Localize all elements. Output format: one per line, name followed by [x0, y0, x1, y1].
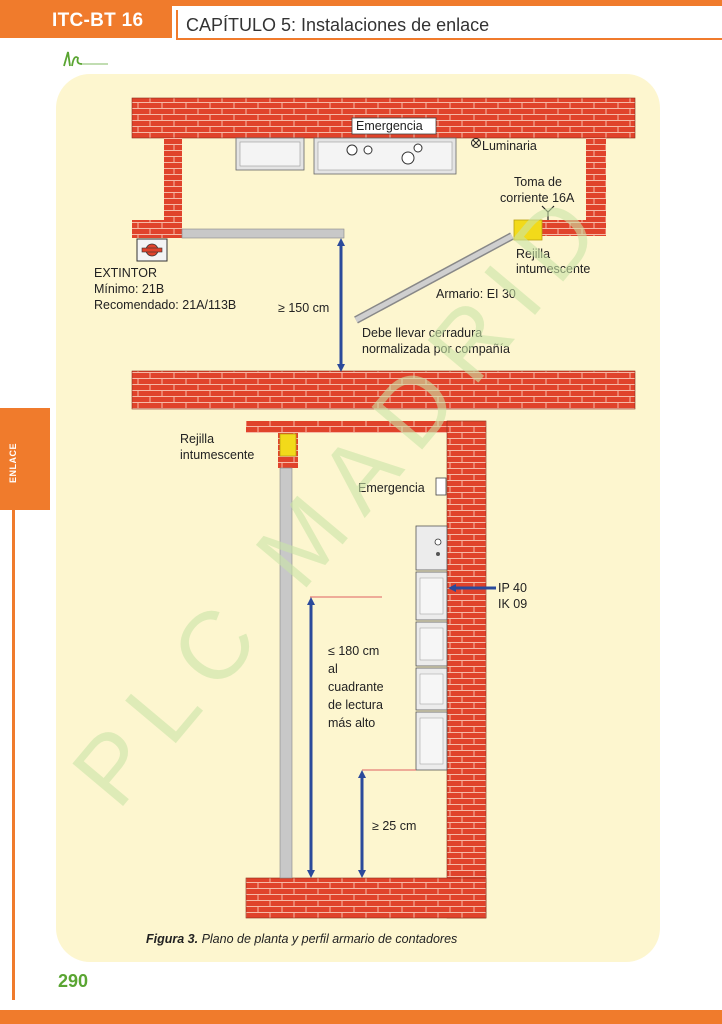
top-accent-bar	[0, 0, 722, 6]
bottom-accent-bar	[0, 1010, 722, 1024]
figure-caption-text: Plano de planta y perfil armario de cont…	[198, 932, 458, 946]
ip-label: IP 40	[498, 581, 527, 595]
page-number: 290	[58, 971, 89, 991]
max-height-label-line1: ≤ 180 cm	[328, 644, 379, 658]
profile-rejilla	[279, 433, 297, 457]
section-side-tab: ENLACE	[0, 408, 50, 510]
socket-icon	[541, 205, 555, 220]
extinguisher-icon	[136, 238, 168, 262]
toma-label-line2: corriente 16A	[500, 191, 575, 205]
max-height-label-line2: al	[328, 662, 338, 676]
header-divider	[176, 10, 178, 40]
max-height-label-line4: de lectura	[328, 698, 383, 712]
luminaria-icon	[471, 138, 481, 148]
header-rule	[176, 38, 722, 40]
profile-emergencia-light	[435, 477, 447, 496]
profile-right-wall	[446, 420, 487, 919]
cerradura-label-line2: normalizada por compañía	[362, 342, 510, 356]
plan-distance-label: ≥ 150 cm	[278, 301, 329, 315]
toma-label-line1: Toma de	[514, 175, 562, 189]
plan-emergencia-label: Emergencia	[356, 119, 423, 133]
plan-rejilla	[513, 219, 543, 241]
max-height-label-line5: más alto	[328, 716, 375, 730]
profile-emergencia-label: Emergencia	[358, 481, 425, 495]
max-height-label-line3: cuadrante	[328, 680, 384, 694]
section-tag: ITC-BT 16	[0, 6, 172, 38]
armario-label: Armario: EI 30	[436, 287, 516, 301]
profile-floor	[245, 877, 487, 919]
plan-rejilla-label-line2: intumescente	[516, 262, 590, 276]
chapter-title: CAPÍTULO 5: Instalaciones de enlace	[186, 15, 490, 35]
figure-caption-label: Figura 3.	[146, 932, 199, 946]
extintor-label-line3: Recomendado: 21A/113B	[94, 298, 236, 312]
plan-middle-wall	[131, 370, 636, 410]
plan-left-pillar	[164, 138, 182, 222]
plan-meter-box-left	[235, 137, 305, 171]
plan-right-foot	[542, 220, 606, 236]
extintor-label-line1: EXTINTOR	[94, 266, 157, 280]
figure-caption: Figura 3. Plano de planta y perfil armar…	[146, 932, 457, 946]
ik-label: IK 09	[498, 597, 527, 611]
plan-emergencia-box	[351, 117, 437, 135]
profile-rejilla-label-line2: intumescente	[180, 448, 254, 462]
luminaria-label: Luminaria	[482, 139, 537, 153]
publisher-logo	[63, 51, 108, 67]
plan-meter-box-right	[313, 137, 457, 175]
profile-rejilla-label-line1: Rejilla	[180, 432, 214, 446]
plan-rejilla-label-line1: Rejilla	[516, 247, 550, 261]
side-rule	[12, 510, 15, 1000]
meter-cabinet	[415, 525, 448, 771]
profile-door	[279, 467, 293, 879]
profile-ceiling-slab	[246, 421, 486, 433]
min-height-label: ≥ 25 cm	[372, 819, 416, 833]
section-tag-label: ITC-BT 16	[52, 10, 144, 31]
plan-left-foot	[132, 220, 182, 238]
plan-right-pillar	[586, 138, 606, 234]
cerradura-label-line1: Debe llevar cerradura	[362, 326, 482, 340]
extintor-label-line2: Mínimo: 21B	[94, 282, 164, 296]
plan-partition	[181, 228, 345, 239]
